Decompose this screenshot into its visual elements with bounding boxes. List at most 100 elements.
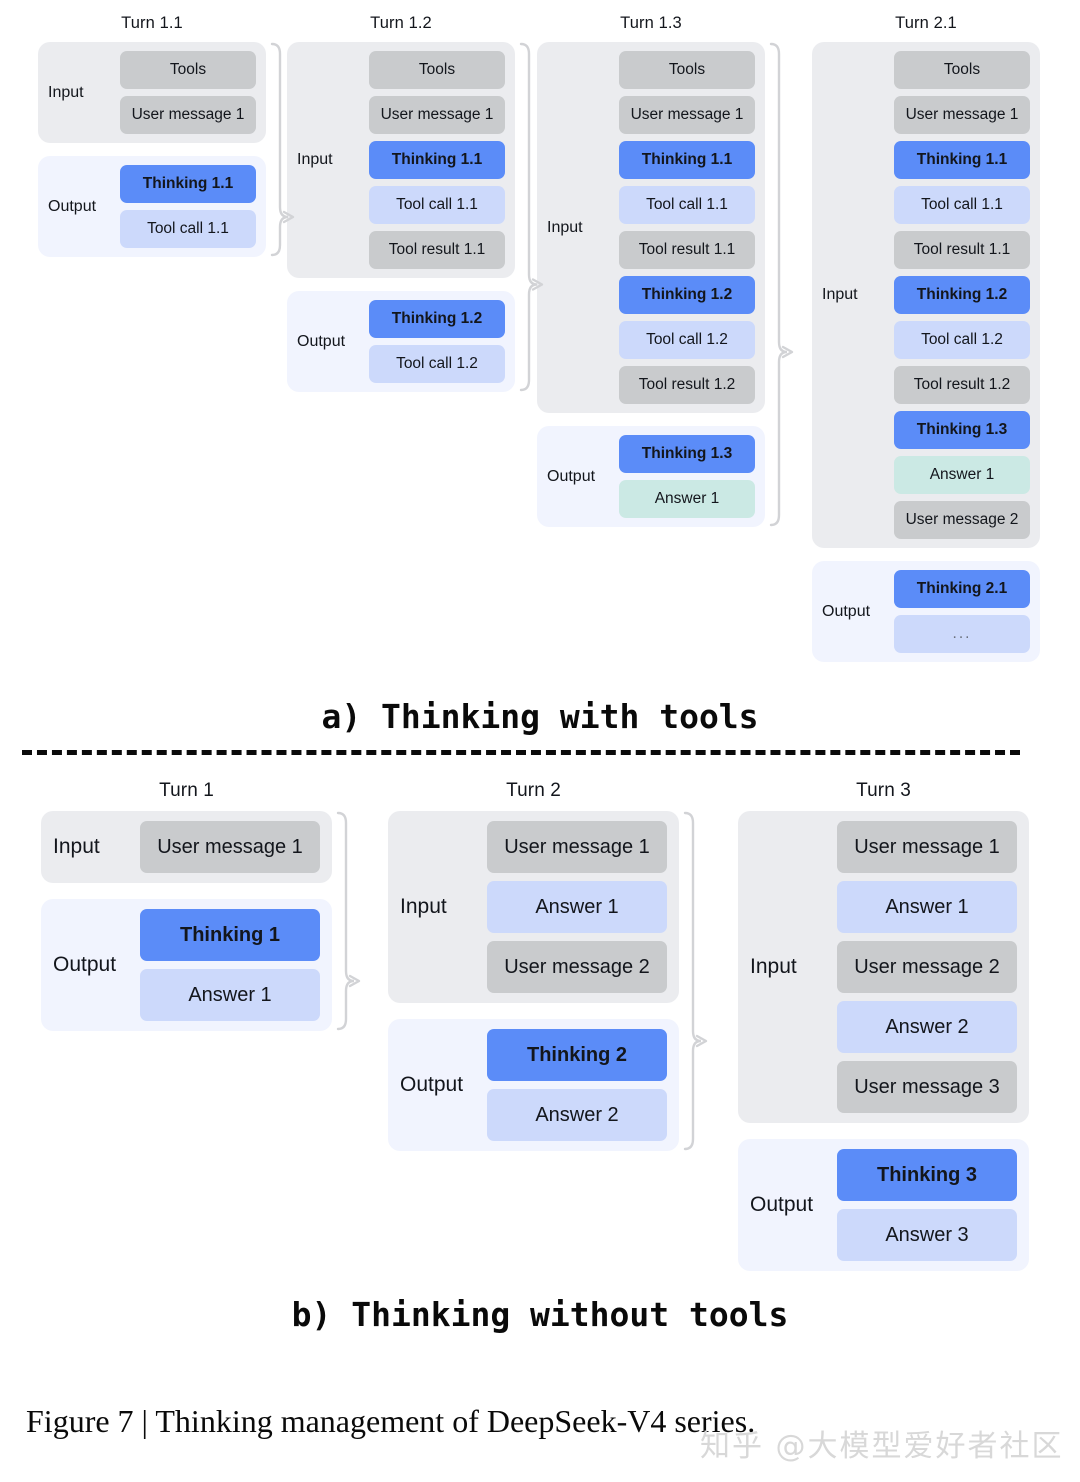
row-answer-blue: Answer 1 bbox=[140, 969, 320, 1021]
output-label: Output bbox=[750, 1193, 814, 1216]
input-label: Input bbox=[400, 895, 447, 918]
row-answer-blue: Answer 1 bbox=[837, 881, 1017, 933]
row-stack: User message 1 bbox=[140, 821, 320, 873]
output-label: Output bbox=[400, 1073, 464, 1096]
row-thinking: Thinking 1 bbox=[140, 909, 320, 961]
row-ellipsis: ... bbox=[894, 615, 1030, 653]
output-group: Output Thinking 3 Answer 3 bbox=[738, 1139, 1029, 1271]
row-toolcall: Tool call 1.1 bbox=[120, 210, 256, 248]
row-toolcall: Tool call 1.1 bbox=[619, 186, 755, 224]
input-group: Input User message 1 bbox=[41, 811, 332, 883]
input-label: Input bbox=[297, 151, 333, 168]
row-user: User message 2 bbox=[487, 941, 667, 993]
turn-title: Turn 1.1 bbox=[121, 14, 183, 32]
row-stack: Thinking 1 Answer 1 bbox=[140, 909, 320, 1021]
row-stack: Thinking 2 Answer 2 bbox=[487, 1029, 667, 1141]
output-label: Output bbox=[53, 953, 117, 976]
row-user: User message 2 bbox=[894, 501, 1030, 539]
panel-a-caption: a) Thinking with tools bbox=[321, 697, 759, 736]
row-stack: Thinking 2.1... bbox=[894, 570, 1030, 653]
input-label: Input bbox=[48, 83, 84, 101]
row-toolresult: Tool result 1.1 bbox=[894, 231, 1030, 269]
turn-title: Turn 1 bbox=[159, 780, 214, 801]
row-stack: User message 1 Answer 1 User message 2 Answ… bbox=[837, 821, 1017, 1113]
input-label: Input bbox=[53, 835, 100, 858]
row-answer-mint: Answer 1 bbox=[894, 456, 1030, 494]
row-user: User message 1 bbox=[837, 821, 1017, 873]
row-user: User message 1 bbox=[120, 96, 256, 134]
row-thinking: Thinking 1.2 bbox=[619, 276, 755, 314]
row-thinking: Thinking 1.3 bbox=[894, 411, 1030, 449]
row-thinking: Thinking 1.3 bbox=[619, 435, 755, 473]
row-toolcall: Tool call 1.2 bbox=[369, 345, 505, 383]
turn-title: Turn 2 bbox=[506, 780, 561, 801]
row-thinking: Thinking 1.2 bbox=[894, 276, 1030, 314]
row-thinking: Thinking 2 bbox=[487, 1029, 667, 1081]
flow-connector-arrow bbox=[519, 42, 553, 392]
row-thinking: Thinking 1.1 bbox=[120, 165, 256, 203]
row-user: User message 1 bbox=[140, 821, 320, 873]
row-tools: Tools bbox=[894, 51, 1030, 89]
row-tools: Tools bbox=[369, 51, 505, 89]
panel-divider bbox=[22, 750, 1020, 755]
row-user: User message 1 bbox=[894, 96, 1030, 134]
output-label: Output bbox=[547, 467, 596, 485]
row-toolcall: Tool call 1.1 bbox=[369, 186, 505, 224]
row-answer-blue: Answer 2 bbox=[837, 1001, 1017, 1053]
row-tools: Tools bbox=[120, 51, 256, 89]
row-user: User message 3 bbox=[837, 1061, 1017, 1113]
panel-b-caption: b) Thinking without tools bbox=[291, 1295, 789, 1334]
row-answer-blue: Answer 2 bbox=[487, 1089, 667, 1141]
figure-caption: Figure 7 | Thinking management of DeepSe… bbox=[26, 1403, 756, 1439]
row-answer-blue: Answer 3 bbox=[837, 1209, 1017, 1261]
output-label: Output bbox=[48, 197, 97, 215]
row-toolresult: Tool result 1.2 bbox=[894, 366, 1030, 404]
row-toolresult: Tool result 1.1 bbox=[619, 231, 755, 269]
row-answer-mint: Answer 1 bbox=[619, 480, 755, 518]
row-stack: Thinking 3 Answer 3 bbox=[837, 1149, 1017, 1261]
turn-title: Turn 3 bbox=[856, 780, 911, 801]
row-user: User message 2 bbox=[837, 941, 1017, 993]
row-thinking: Thinking 2.1 bbox=[894, 570, 1030, 608]
row-thinking: Thinking 1.2 bbox=[369, 300, 505, 338]
row-toolresult: Tool result 1.1 bbox=[369, 231, 505, 269]
input-label: Input bbox=[750, 955, 797, 978]
output-label: Output bbox=[297, 332, 346, 350]
row-thinking: Thinking 1.1 bbox=[894, 141, 1030, 179]
row-toolcall: Tool call 1.1 bbox=[894, 186, 1030, 224]
flow-connector-arrow bbox=[336, 811, 370, 1031]
row-toolcall: Tool call 1.2 bbox=[619, 321, 755, 359]
turn-title: Turn 1.2 bbox=[370, 14, 432, 32]
row-toolcall: Tool call 1.2 bbox=[894, 321, 1030, 359]
row-answer-blue: Answer 1 bbox=[487, 881, 667, 933]
output-group: Output Thinking 2.1... bbox=[812, 561, 1040, 662]
output-group: Output Thinking 1 Answer 1 bbox=[41, 899, 332, 1031]
flow-connector-arrow bbox=[683, 811, 717, 1151]
output-group: Output Thinking 2 Answer 2 bbox=[388, 1019, 679, 1151]
input-label: Input bbox=[547, 218, 583, 236]
flow-connector-arrow bbox=[769, 42, 803, 527]
turn-title: Turn 1.3 bbox=[620, 14, 682, 32]
row-user: User message 1 bbox=[369, 96, 505, 134]
row-thinking: Thinking 3 bbox=[837, 1149, 1017, 1201]
row-thinking: Thinking 1.1 bbox=[369, 141, 505, 179]
row-user: User message 1 bbox=[619, 96, 755, 134]
input-label: Input bbox=[822, 286, 858, 303]
flow-connector-arrow bbox=[270, 42, 304, 257]
row-thinking: Thinking 1.1 bbox=[619, 141, 755, 179]
output-label: Output bbox=[822, 602, 871, 620]
